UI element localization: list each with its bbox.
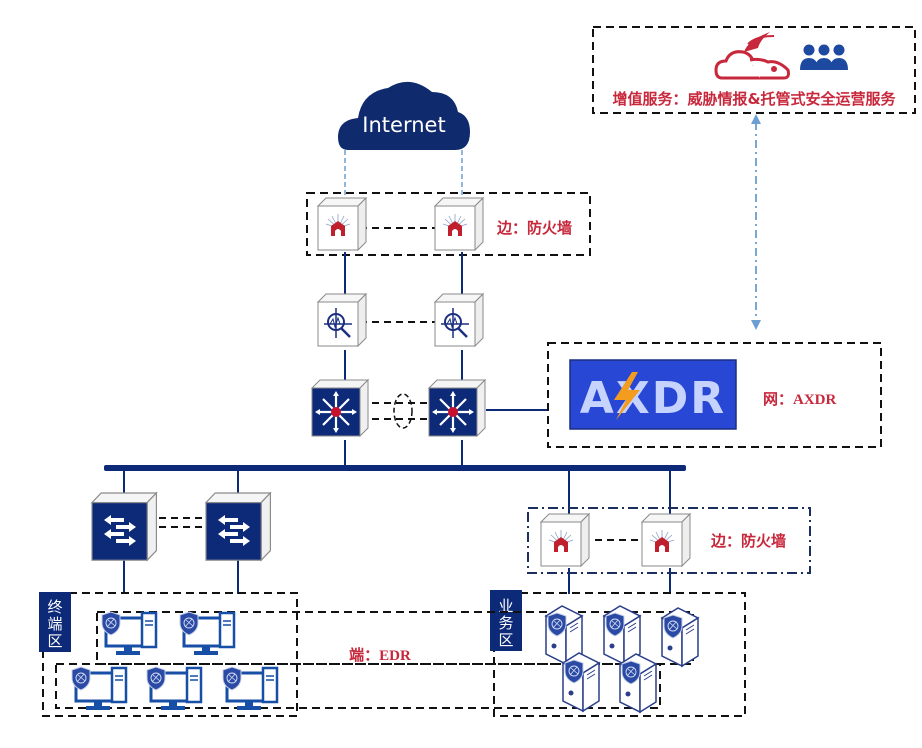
- service-axdr-connector: [751, 114, 761, 330]
- terminal-pc-1[interactable]: [102, 612, 156, 655]
- access-switch-right[interactable]: [205, 492, 271, 561]
- value-added-service-box: [592, 26, 916, 114]
- terminal-zone-char-3: 区: [47, 632, 62, 650]
- arrow-up-icon: [751, 114, 761, 124]
- uplinks: [344, 252, 463, 466]
- business-zone-char-3: 区: [498, 631, 513, 649]
- firewall-device-business-left[interactable]: [540, 513, 590, 567]
- terminal-pc-5[interactable]: [223, 667, 277, 710]
- internet-cloud: Internet: [338, 81, 470, 150]
- endpoint-edr-label: 端：EDR: [349, 646, 411, 664]
- edge-firewall-label-business: 边：防火墙: [710, 532, 786, 550]
- terminal-pc-2[interactable]: [180, 612, 234, 655]
- edr-coverage-band-lower: [55, 663, 661, 709]
- firewall-device-business-right[interactable]: [641, 513, 691, 567]
- terminal-zone: [42, 592, 298, 717]
- firewall-device-top-right[interactable]: [434, 197, 484, 251]
- lightning-icon: [614, 372, 640, 420]
- terminal-zone-char-2: 端: [47, 615, 62, 633]
- business-zone: [493, 592, 746, 717]
- traffic-probe-left[interactable]: [317, 293, 367, 347]
- traffic-probe-right[interactable]: [434, 293, 484, 347]
- internet-label: Internet: [362, 113, 445, 137]
- axdr-zone: [547, 342, 882, 448]
- core-switch-left[interactable]: [311, 379, 369, 437]
- axdr-logo-text: AXDR: [580, 373, 726, 424]
- business-zone-char-1: 业: [498, 597, 513, 615]
- backbone-bus: [104, 465, 686, 471]
- business-zone-char-2: 务: [498, 614, 513, 632]
- value-added-service-label: 增值服务：威胁情报&托管式安全运营服务: [612, 90, 896, 108]
- terminal-pc-4[interactable]: [147, 667, 201, 710]
- edge-firewall-zone-top: [306, 192, 591, 256]
- business-zone-tag: [490, 590, 522, 651]
- edge-firewall-zone-business: [527, 507, 811, 574]
- axdr-logo: AXDR: [569, 359, 737, 430]
- business-server-3[interactable]: [662, 608, 698, 666]
- access-switch-left[interactable]: [91, 492, 157, 561]
- access-switch-stack-link: [159, 517, 207, 528]
- core-switch-aggregation-link: [372, 393, 430, 429]
- terminal-zone-char-1: 终: [47, 598, 62, 616]
- axdr-label: 网：AXDR: [763, 391, 836, 408]
- core-switch-right[interactable]: [428, 379, 486, 437]
- business-server-5[interactable]: [620, 654, 656, 712]
- business-server-4[interactable]: [563, 653, 599, 711]
- arrow-down-icon: [751, 320, 761, 330]
- terminal-zone-tag: [39, 592, 71, 652]
- cloud-security-icon: [714, 32, 790, 80]
- terminal-pc-3[interactable]: [72, 667, 126, 710]
- edge-firewall-label-top: 边：防火墙: [496, 219, 572, 237]
- team-users-icon: [800, 44, 848, 70]
- firewall-device-top-left[interactable]: [317, 197, 367, 251]
